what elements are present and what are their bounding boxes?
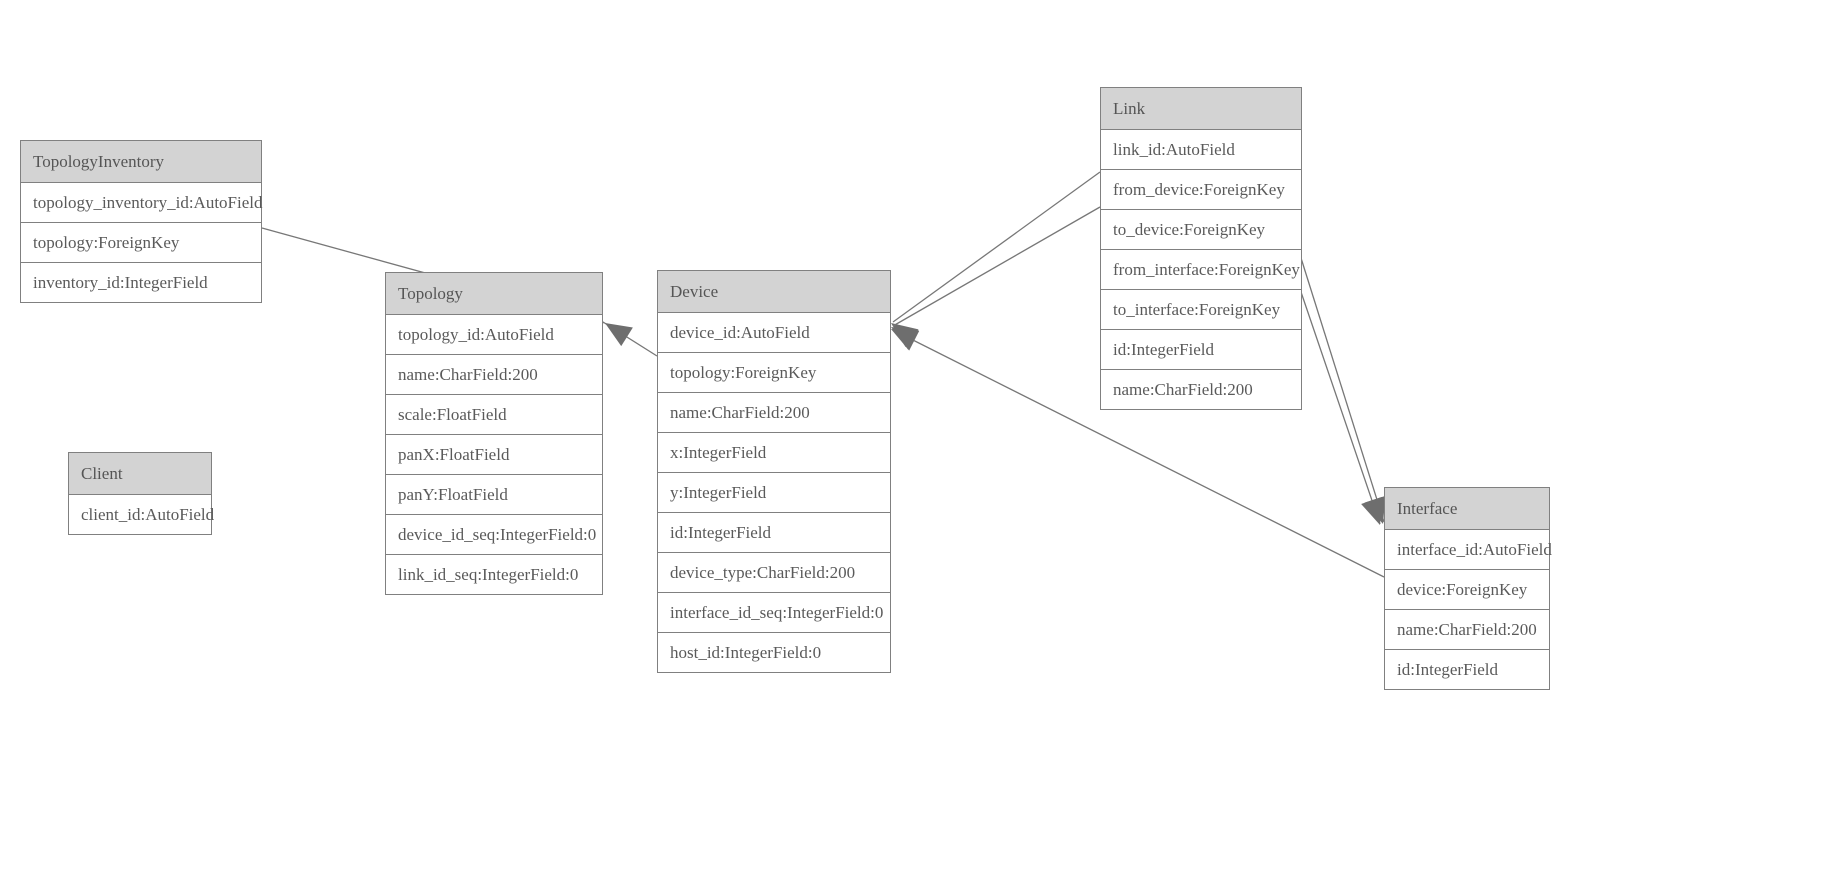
entity-field-row[interactable]: device:ForeignKey (1385, 570, 1549, 610)
relationship-line (602, 321, 658, 357)
entity-title-client: Client (69, 453, 211, 495)
entity-field-row[interactable]: name:CharField:200 (1101, 370, 1301, 409)
entity-field-row[interactable]: to_device:ForeignKey (1101, 210, 1301, 250)
entity-field-row[interactable]: topology_inventory_id:AutoField (21, 183, 263, 223)
entity-field-row[interactable]: to_interface:ForeignKey (1101, 290, 1301, 330)
entity-field-row[interactable]: name:CharField:200 (658, 393, 890, 433)
relationship-link-from-interface-to-interface (1300, 257, 1386, 524)
entity-field-row[interactable]: topology:ForeignKey (21, 223, 261, 263)
entity-field-row[interactable]: from_device:ForeignKey (1101, 170, 1301, 210)
relationship-link-from-device-to-device (891, 171, 1101, 348)
entity-field-row[interactable]: device_id_seq:IntegerField:0 (386, 515, 602, 555)
entity-field-row[interactable]: link_id:AutoField (1101, 130, 1301, 170)
relationship-device-to-topology (602, 321, 658, 357)
entity-field-row[interactable]: host_id:IntegerField:0 (658, 633, 890, 672)
entity-title-topology-inventory: TopologyInventory (21, 141, 261, 183)
entity-field-row[interactable]: panX:FloatField (386, 435, 602, 475)
entity-field-row[interactable]: id:IntegerField (658, 513, 890, 553)
relationship-arrowhead (605, 323, 633, 347)
entity-field-row[interactable]: device_type:CharField:200 (658, 553, 890, 593)
relationship-line (1300, 257, 1385, 523)
entity-title-topology: Topology (386, 273, 602, 315)
relationship-link-to-device-to-device (891, 206, 1101, 350)
entity-field-row[interactable]: from_interface:ForeignKey (1101, 250, 1301, 290)
entity-field-row[interactable]: scale:FloatField (386, 395, 602, 435)
entity-field-row[interactable]: name:CharField:200 (1385, 610, 1549, 650)
entity-field-row[interactable]: name:CharField:200 (386, 355, 602, 395)
relationship-line (1300, 291, 1381, 525)
entity-field-row[interactable]: device_id:AutoField (658, 313, 890, 353)
entity-title-link: Link (1101, 88, 1301, 130)
entity-field-row[interactable]: interface_id:AutoField (1385, 530, 1552, 570)
entity-field-row[interactable]: link_id_seq:IntegerField:0 (386, 555, 602, 594)
entity-field-row[interactable]: id:IntegerField (1101, 330, 1301, 370)
relationship-line (892, 171, 1101, 323)
entity-field-row[interactable]: topology:ForeignKey (658, 353, 890, 393)
entity-field-row[interactable]: panY:FloatField (386, 475, 602, 515)
relationship-link-to-interface-to-interface (1300, 291, 1382, 525)
entity-field-row[interactable]: client_id:AutoField (69, 495, 214, 534)
relationship-line (892, 206, 1101, 327)
entity-field-row[interactable]: id:IntegerField (1385, 650, 1549, 689)
entity-field-row[interactable]: inventory_id:IntegerField (21, 263, 261, 302)
entity-title-interface: Interface (1385, 488, 1549, 530)
entity-field-row[interactable]: x:IntegerField (658, 433, 890, 473)
entity-title-device: Device (658, 271, 890, 313)
entity-field-row[interactable]: y:IntegerField (658, 473, 890, 513)
entity-field-row[interactable]: interface_id_seq:IntegerField:0 (658, 593, 890, 633)
entity-field-row[interactable]: topology_id:AutoField (386, 315, 602, 355)
